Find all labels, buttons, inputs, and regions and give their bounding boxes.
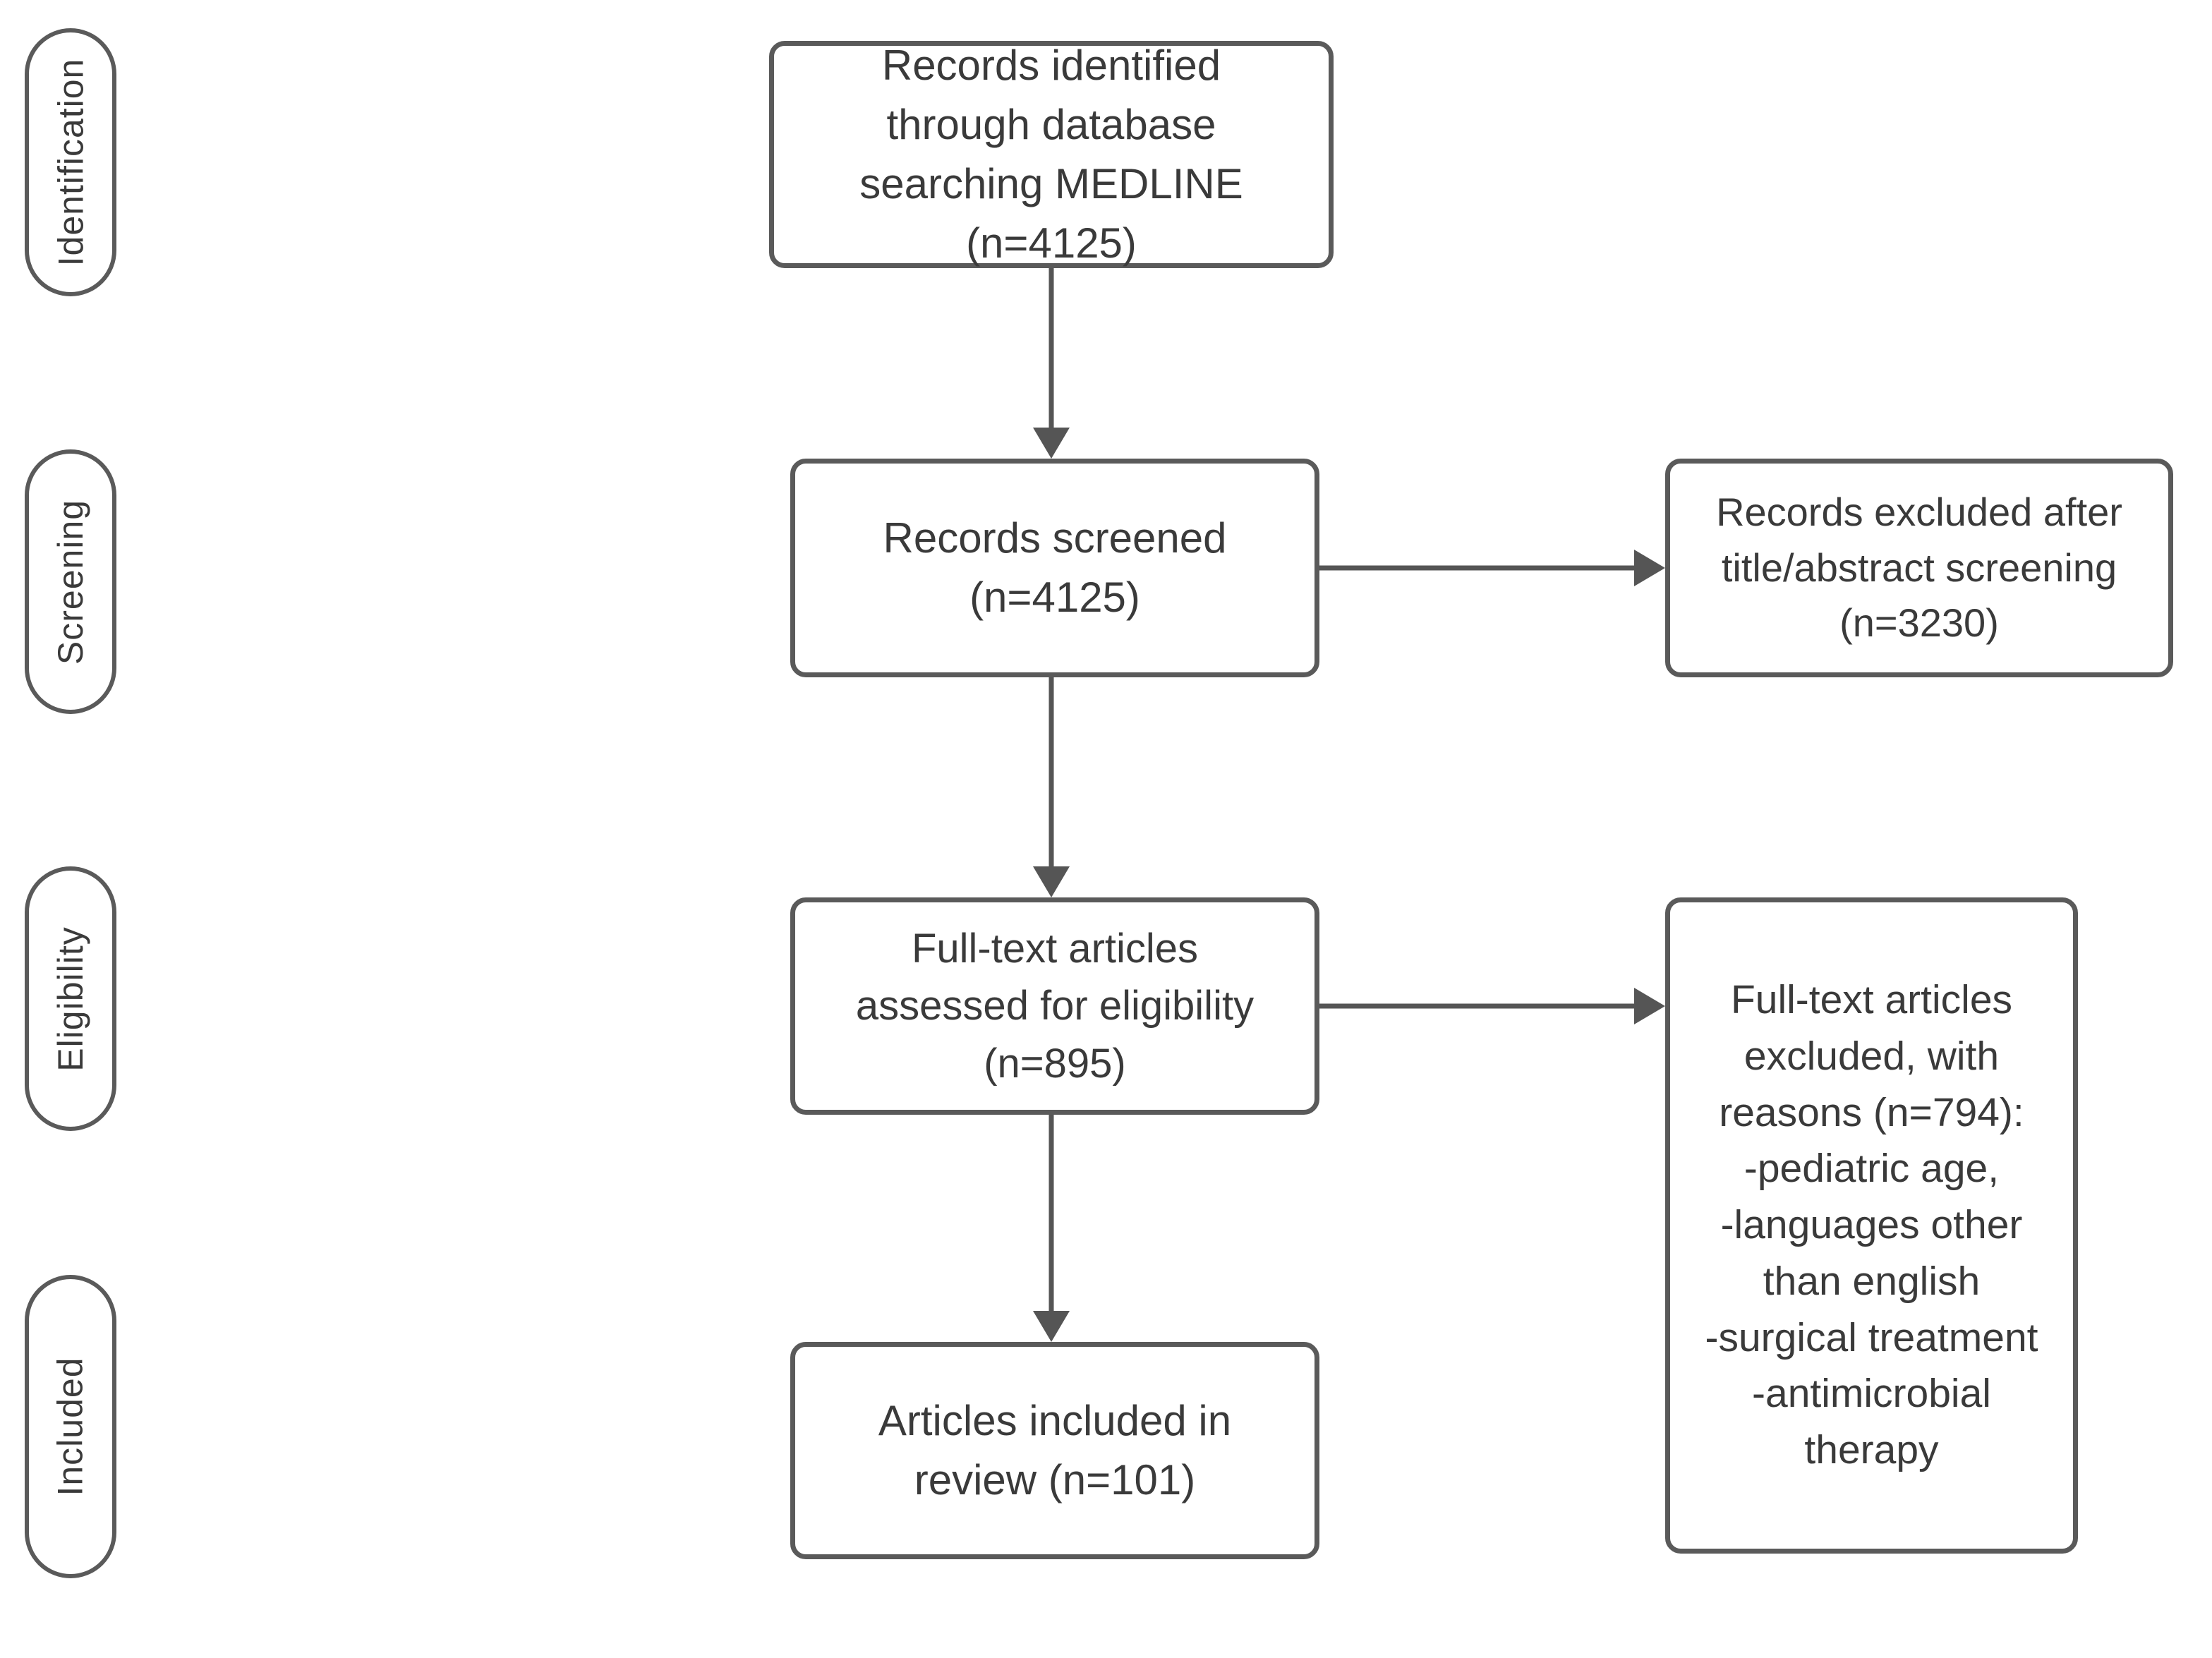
stage-pill-eligibility: Eligibility	[25, 866, 116, 1131]
arrowhead-right-icon	[1634, 550, 1665, 586]
arrowhead-right-icon	[1634, 988, 1665, 1024]
arrow-shaft	[1319, 1003, 1637, 1009]
stage-pill-screening: Screening	[25, 449, 116, 714]
stage-pill-identification: Identification	[25, 28, 116, 296]
arrow-down-screened-to-fulltext	[1032, 677, 1071, 897]
arrowhead-down-icon	[1033, 428, 1070, 459]
arrow-down-fulltext-to-included	[1032, 1115, 1071, 1342]
arrowhead-down-icon	[1033, 866, 1070, 897]
flow-box-records-screened: Records screened (n=4125)	[790, 459, 1319, 677]
flow-box-fulltext-assessed: Full-text articles assessed for eligibil…	[790, 897, 1319, 1115]
stage-label-included: Included	[51, 1357, 91, 1496]
flow-box-fulltext-assessed-text: Full-text articles assessed for eligibil…	[855, 926, 1255, 1087]
arrow-right-fulltext-to-excluded	[1319, 986, 1665, 1026]
flow-box-records-identified: Records identified through database sear…	[769, 41, 1334, 268]
flow-box-records-excluded-screening: Records excluded after title/abstract sc…	[1665, 459, 2173, 677]
arrow-shaft	[1048, 1115, 1054, 1314]
stage-label-screening: Screening	[51, 499, 90, 665]
arrow-shaft	[1319, 565, 1637, 571]
flow-box-records-screened-text: Records screened (n=4125)	[883, 514, 1227, 621]
arrowhead-down-icon	[1033, 1311, 1070, 1342]
arrow-down-identified-to-screened	[1032, 268, 1071, 459]
flow-box-articles-included: Articles included in review (n=101)	[790, 1342, 1319, 1559]
arrow-shaft	[1048, 268, 1054, 430]
flow-box-fulltext-excluded-reasons: Full-text articles excluded, with reason…	[1665, 897, 2078, 1554]
arrow-right-screened-to-excluded	[1319, 548, 1665, 588]
flow-box-articles-included-text: Articles included in review (n=101)	[878, 1397, 1232, 1503]
flow-box-fulltext-excluded-reasons-text: Full-text articles excluded, with reason…	[1705, 976, 2038, 1473]
flow-box-records-identified-text: Records identified through database sear…	[859, 42, 1243, 267]
stage-pill-included: Included	[25, 1275, 116, 1578]
flow-box-records-excluded-screening-text: Records excluded after title/abstract sc…	[1716, 490, 2122, 646]
arrow-shaft	[1048, 677, 1054, 869]
stage-label-identification: Identification	[51, 58, 90, 267]
stage-label-eligibility: Eligibility	[51, 926, 91, 1072]
